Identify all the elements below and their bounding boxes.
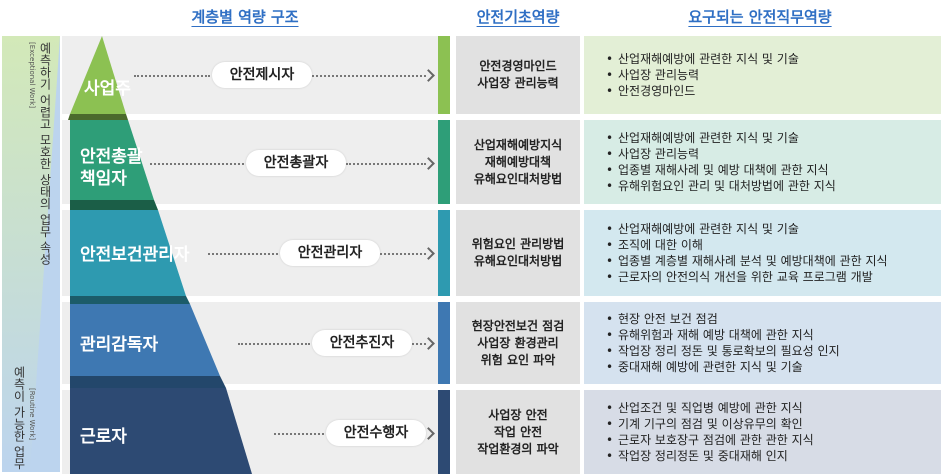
required-item: 현장 안전 보건 점검 [606,311,941,327]
hierarchy-pyramid [68,36,252,474]
pill-safety-manager: 안전관리자 [280,240,380,266]
pill-safety-promoter: 안전추진자 [312,330,412,356]
required-item: 산업재해예방에 관련한 지식 및 기술 [606,51,941,67]
role-supervisor: 관리감독자 [80,335,159,355]
basic-competency-5: 사업장 안전 작업 안전 작업환경의 파악 [456,390,580,474]
basic-competency-2: 산업재해예방지식 재해예방대책 유해요인대처방법 [456,120,580,204]
required-competency-4: 현장 안전 보건 점검 유해위험과 재해 예방 대책에 관한 지식 작업장 정리… [584,302,941,384]
required-item: 유해위험과 재해 예방 대책에 관한 지식 [606,327,941,343]
basic-item: 안전경영마인드 [479,59,557,73]
required-item: 안전경영마인드 [606,83,941,99]
connector-3-right [380,253,426,255]
connector-4-right [412,343,426,345]
required-item: 사업장 관리능력 [606,67,941,83]
pyramid-tier-1-shadow [68,114,128,120]
connector-2-right [346,163,426,165]
basic-item: 작업환경의 파악 [477,441,559,456]
basic-item: 작업 안전 [493,424,543,439]
pill-safety-presenter: 안전제시자 [212,62,312,88]
routine-work-sublabel: [Routine Work] [28,388,36,441]
role-worker: 근로자 [80,427,127,447]
pyramid-tier-5 [70,388,252,474]
role-chief-line-1: 안전총괄 [80,147,143,167]
connector-1-left [134,75,210,77]
basic-competency-1: 안전경영마인드 사업장 관리능력 [456,36,580,114]
pyramid-tier-2 [70,120,154,200]
required-competency-2: 산업재해예방에 관련한 지식 및 기술 사업장 관리능력 업종별 재해사례 및 … [584,120,941,204]
required-item: 업종별 재해사례 및 예방 대책에 관한 지식 [606,162,941,178]
required-item: 기계 기구의 점검 및 이상유무의 확인 [606,416,941,432]
connector-4-left [238,343,310,345]
role-safety-health-manager: 안전보건관리자 [80,245,190,265]
basic-item: 유해요인대처방법 [473,254,563,268]
required-competency-3: 산업재해예방에 관련한 지식 및 기술 조직에 대한 이해 업종별 계층별 재해… [584,210,941,296]
pill-safety-overseer: 안전총괄자 [246,150,346,176]
role-owner: 사업주 [84,79,131,99]
exceptional-work-sublabel: [Exceptional Work] [28,42,36,109]
level-color-bar-1 [438,36,450,114]
basic-item: 위험 요인 파악 [480,352,556,367]
required-item: 산업재해예방에 관련한 지식 및 기술 [606,221,941,237]
pyramid-tier-2-shadow [70,200,158,210]
required-item: 사업장 관리능력 [606,146,941,162]
required-item: 근로자의 안전의식 개선을 위한 교육 프로그램 개발 [606,269,941,285]
connector-2-left [150,163,244,165]
required-item: 산업재해예방에 관련한 지식 및 기술 [606,130,941,146]
basic-item: 산업재해예방지식 [473,137,563,152]
required-item: 작업장 정리정돈 및 중대재해 인지 [606,448,941,464]
required-item: 업종별 계층별 재해사례 분석 및 예방대책에 관한 지식 [606,253,941,269]
required-item: 근로자 보호장구 점검에 관한 관한 지식 [606,432,941,448]
required-item: 유해위험요인 관리 및 대처방법에 관한 지식 [606,178,941,194]
basic-item: 재해예방대책 [484,154,552,169]
required-competency-header: 요구되는 안전직무역량 [688,8,832,26]
pyramid-tier-3 [70,210,186,296]
pill-safety-performer: 안전수행자 [326,420,426,446]
level-color-bar-2 [438,120,450,204]
required-item: 작업장 정리 정돈 및 통로확보의 필요성 인지 [606,343,941,359]
basic-item: 사업장 환경관리 [477,335,559,350]
pyramid-tier-4-shadow [70,376,226,388]
connector-3-left [208,253,278,255]
basic-competency-header: 안전기초역량 [476,8,560,26]
pyramid-tier-4 [70,304,220,376]
required-competency-5: 산업조건 및 직업병 예방에 관한 지식 기계 기구의 점검 및 이상유무의 확… [584,390,941,474]
role-chief-line-2: 책임자 [80,169,127,189]
level-color-bar-4 [438,302,450,384]
basic-item: 사업장 관리능력 [477,76,559,90]
basic-competency-3: 위험요인 관리방법 유해요인대처방법 [456,210,580,296]
required-competency-1: 산업재해예방에 관련한 지식 및 기술 사업장 관리능력 안전경영마인드 [584,36,941,114]
connector-5-left [274,433,324,435]
level-color-bar-3 [438,210,450,296]
basic-competency-4: 현장안전보건 점검 사업장 환경관리 위험 요인 파악 [456,302,580,384]
connector-1-right [312,75,426,77]
role-chief-safety-officer: 안전총괄 책임자 [80,146,143,190]
pyramid-tier-1 [70,36,126,114]
level-color-bar-5 [438,390,450,474]
work-property-gradient [2,36,60,472]
basic-item: 유해요인대처방법 [473,171,563,186]
routine-work-label: 예측이 가능한 업무 [12,366,26,470]
required-item: 중대재해 예방에 관련한 지식 및 기술 [606,359,941,375]
required-item: 산업조건 및 직업병 예방에 관한 지식 [606,400,941,416]
basic-item: 현장안전보건 점검 [471,318,565,333]
pyramid-tier-3-shadow [70,296,190,304]
structure-header: 계층별 역량 구조 [191,8,299,26]
work-property-axis: 예측하기 어렵고 모호한 상태의 업무 속성 [Exceptional Work… [2,36,60,472]
required-item: 조직에 대한 이해 [606,237,941,253]
basic-item: 사업장 안전 [488,407,548,422]
exceptional-work-label: 예측하기 어렵고 모호한 상태의 업무 속성 [38,42,52,266]
basic-item: 위험요인 관리방법 [471,237,565,251]
